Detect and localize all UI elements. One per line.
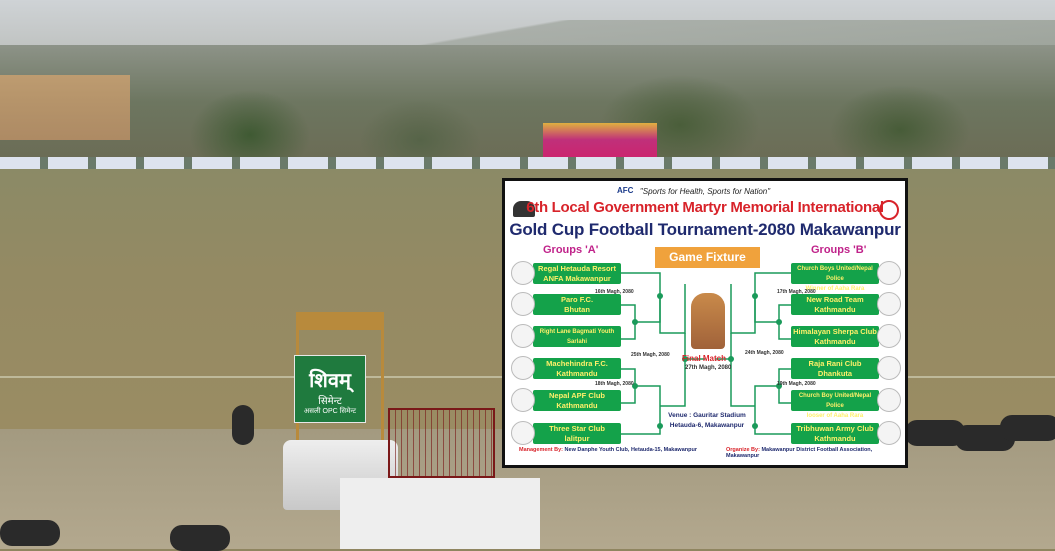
team-logo-icon bbox=[511, 356, 535, 380]
sign-brand: शिवम् bbox=[309, 370, 351, 392]
bracket-lines bbox=[621, 272, 793, 435]
team-box: Church Boy United/Nepal Police looser of … bbox=[791, 390, 879, 419]
motorbike bbox=[232, 405, 254, 445]
team-logo-icon bbox=[877, 421, 901, 445]
team-logo-icon bbox=[877, 356, 901, 380]
match-date: 16th Magh, 2080 bbox=[595, 289, 634, 295]
poster-title-line1: 6th Local Government Martyr Memorial Int… bbox=[526, 199, 884, 216]
banner-fence bbox=[0, 157, 1055, 169]
group-a-heading: Groups 'A' bbox=[543, 244, 599, 256]
sign-tagline: असली OPC सिमेन्ट bbox=[303, 408, 357, 415]
team-location: Kathmandu bbox=[556, 369, 598, 378]
team-name: New Road Team bbox=[806, 295, 864, 304]
team-location: Kathmandu bbox=[814, 434, 856, 443]
semi-date: 25th Magh, 2080 bbox=[631, 352, 670, 358]
team-name: Church Boys United/Nepal Police bbox=[797, 266, 873, 282]
motorbike bbox=[1000, 415, 1055, 441]
team-location: Bhutan bbox=[564, 305, 590, 314]
team-name: Right Lane Bagmati Youth bbox=[539, 329, 615, 335]
team-logo-icon bbox=[511, 292, 535, 316]
afc-logo: AFC bbox=[617, 186, 634, 195]
poster-tagline: "Sports for Health, Sports for Nation" bbox=[639, 187, 771, 196]
team-name: Nepal APF Club bbox=[549, 391, 605, 400]
team-location: Kathmandu bbox=[814, 305, 856, 314]
team-location: Kathmandu bbox=[814, 337, 856, 346]
team-box: Paro F.C.Bhutan bbox=[533, 294, 621, 315]
match-date: 18th Magh, 2080 bbox=[595, 381, 634, 387]
team-location: Dhankuta bbox=[817, 369, 853, 378]
final-match-date: 27th Magh, 2080 bbox=[685, 365, 732, 371]
team-name: Church Boy United/Nepal Police bbox=[798, 393, 872, 409]
team-logo-icon bbox=[511, 388, 535, 412]
match-date: 17th Magh, 2080 bbox=[777, 289, 816, 295]
team-name: Regal Hetauda Resort bbox=[538, 264, 616, 273]
team-logo-icon bbox=[877, 388, 901, 412]
team-location: Kathmandu bbox=[556, 401, 598, 410]
poster-title-line2: Gold Cup Football Tournament-2080 Makawa… bbox=[509, 220, 901, 239]
tournament-fixture-poster: AFC "Sports for Health, Sports for Natio… bbox=[502, 178, 908, 468]
game-fixture-label: Game Fixture bbox=[655, 247, 760, 268]
organizer-credit: Organize By: Makawanpur District Footbal… bbox=[726, 447, 873, 459]
team-location: ANFA Makawanpur bbox=[543, 274, 611, 283]
team-name: Raja Rani Club bbox=[808, 359, 862, 368]
white-tent bbox=[340, 478, 540, 549]
team-logo-icon bbox=[511, 261, 535, 285]
trophy-icon bbox=[691, 293, 725, 349]
team-logo-icon bbox=[877, 324, 901, 348]
match-date: 19th Magh, 2080 bbox=[777, 381, 816, 387]
semi-date: 24th Magh, 2080 bbox=[745, 350, 784, 356]
team-logo-icon bbox=[511, 324, 535, 348]
houses bbox=[0, 75, 130, 140]
sign-product: सिमेन्ट bbox=[318, 396, 342, 407]
team-name: Himalayan Sherpa Club bbox=[793, 327, 877, 336]
final-match-label: Final Match bbox=[682, 354, 727, 363]
team-location: looser of Aaha Rara bbox=[806, 413, 864, 419]
team-logo-icon bbox=[877, 261, 901, 285]
team-location: Winner of Aaha Rara bbox=[805, 286, 865, 292]
team-name: Machehindra F.C. bbox=[546, 359, 608, 368]
team-logo-icon bbox=[511, 421, 535, 445]
team-logo-icon bbox=[877, 292, 901, 316]
team-name: Tribhuwan Army Club bbox=[796, 424, 874, 433]
memorial-stone-icon bbox=[513, 201, 535, 217]
team-location: lalitpur bbox=[564, 434, 590, 443]
team-box: Machehindra F.C.Kathmandu bbox=[533, 358, 621, 379]
team-name: Three Star Club bbox=[549, 424, 605, 433]
management-credit: Management By: New Danphe Youth Club, He… bbox=[519, 447, 697, 453]
team-name: Paro F.C. bbox=[560, 295, 594, 304]
group-b-heading: Groups 'B' bbox=[811, 244, 867, 256]
cement-ad-sign: शिवम् सिमेन्ट असली OPC सिमेन्ट bbox=[294, 355, 366, 423]
truck-cage bbox=[388, 408, 495, 478]
team-location: Sarlahi bbox=[566, 339, 587, 345]
motorbike bbox=[0, 520, 60, 546]
municipality-seal-icon bbox=[879, 200, 899, 220]
motorbike bbox=[170, 525, 230, 551]
tree-line bbox=[0, 45, 1055, 160]
